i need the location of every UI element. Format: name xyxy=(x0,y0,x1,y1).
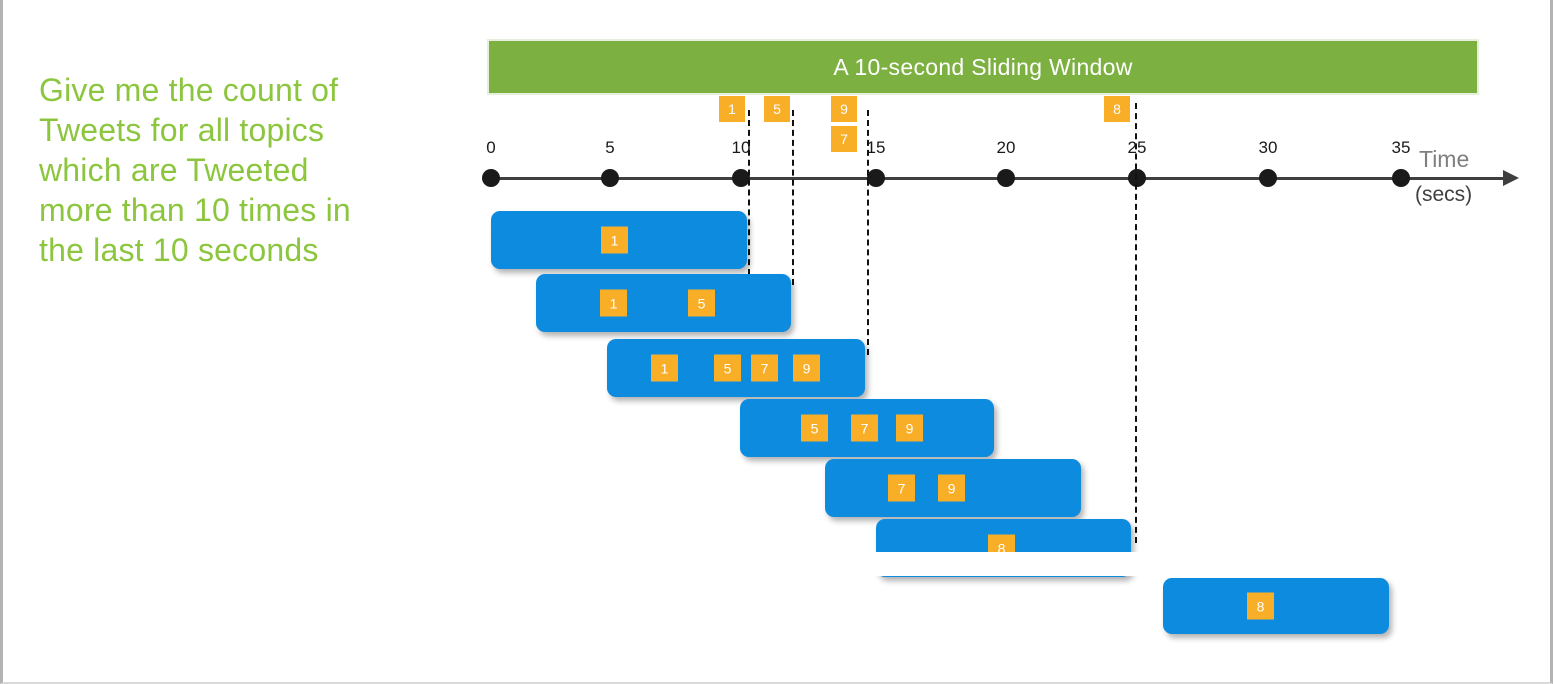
window-bar-tile: 8 xyxy=(1247,592,1274,620)
axis-title: Time xyxy=(1419,146,1470,172)
guide-line xyxy=(748,110,750,275)
axis-tick-label: 20 xyxy=(996,138,1016,157)
window-bar-tile: 1 xyxy=(600,289,627,317)
axis-tick-dot xyxy=(1392,169,1410,187)
bar-clip-band xyxy=(843,552,1163,576)
guide-line xyxy=(792,110,794,285)
axis-tick-dot xyxy=(732,169,750,187)
axis-tick-label: 5 xyxy=(605,138,615,157)
axis-unit-label: (secs) xyxy=(1415,183,1473,206)
axis-tick-label: 15 xyxy=(866,138,886,157)
axis-tick-label: 35 xyxy=(1391,138,1411,157)
axis-tick-dot xyxy=(997,169,1015,187)
axis-event-tile: 5 xyxy=(764,96,790,122)
window-bar-tile: 9 xyxy=(938,474,965,502)
axis-tick-label: 25 xyxy=(1127,138,1147,157)
axis-tick-dot xyxy=(601,169,619,187)
axis-tick-label: 0 xyxy=(486,138,496,157)
window-bar-tile: 1 xyxy=(651,354,678,382)
guide-line xyxy=(867,110,869,355)
axis-tick-dot xyxy=(1259,169,1277,187)
window-bar: 1 xyxy=(491,211,747,269)
axis-event-tile: 1 xyxy=(719,96,745,122)
axis-tick-label: 10 xyxy=(731,138,751,157)
axis-event-tile: 7 xyxy=(831,126,857,152)
sliding-window-banner-label: A 10-second Sliding Window xyxy=(833,53,1133,80)
window-bar-tile: 9 xyxy=(896,414,923,442)
window-bar-tile: 7 xyxy=(751,354,778,382)
axis-tick-dot xyxy=(1128,169,1146,187)
window-bar-tile: 5 xyxy=(688,289,715,317)
timeline-axis xyxy=(483,177,1510,180)
window-bar-tile: 9 xyxy=(793,354,820,382)
axis-event-tile: 9 xyxy=(831,96,857,122)
window-bar-tile: 1 xyxy=(601,226,628,254)
window-bar-tile: 7 xyxy=(851,414,878,442)
axis-tick-dot xyxy=(482,169,500,187)
question-text: Give me the count of Tweets for all topi… xyxy=(39,72,351,268)
timeline-arrow-icon xyxy=(1503,170,1519,186)
guide-line xyxy=(1135,103,1137,543)
window-bar: 8 xyxy=(1163,578,1389,634)
window-bar-tile: 7 xyxy=(888,474,915,502)
window-bar-tile: 5 xyxy=(714,354,741,382)
axis-event-tile: 8 xyxy=(1104,96,1130,122)
axis-tick-label: 30 xyxy=(1258,138,1278,157)
window-bar-tile: 5 xyxy=(801,414,828,442)
axis-tick-dot xyxy=(867,169,885,187)
sliding-window-banner: A 10-second Sliding Window xyxy=(487,39,1479,95)
